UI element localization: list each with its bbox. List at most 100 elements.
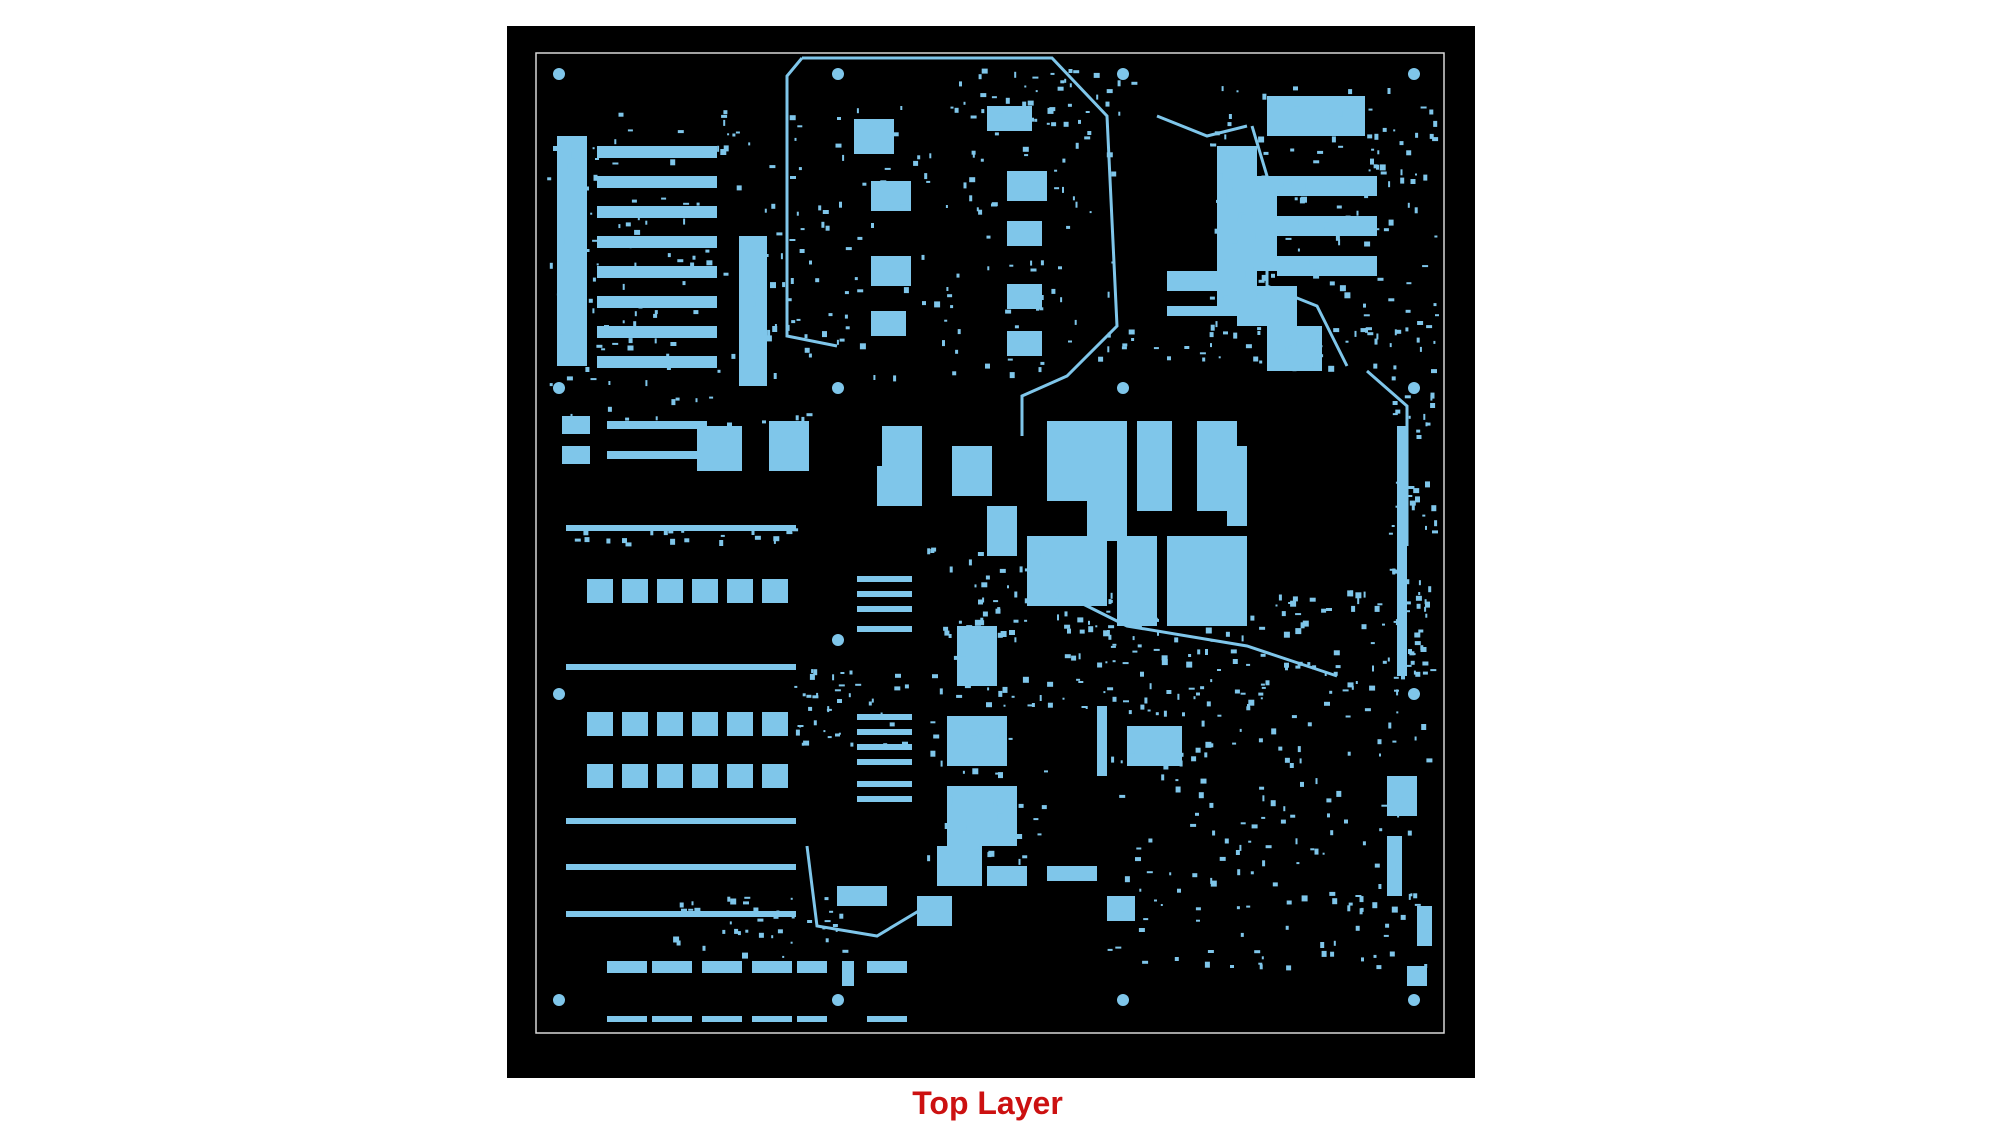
via [1258, 136, 1265, 143]
via [1008, 737, 1013, 740]
via [1314, 848, 1319, 855]
via [1401, 451, 1407, 455]
via [1365, 327, 1368, 333]
via [986, 663, 993, 669]
via [1392, 401, 1398, 405]
via [667, 274, 674, 277]
via [1331, 136, 1336, 143]
via [622, 283, 625, 290]
via [1320, 942, 1325, 948]
via [661, 197, 667, 200]
via [902, 741, 908, 747]
via [771, 935, 774, 939]
via [957, 329, 961, 335]
via [1095, 625, 1098, 628]
via [1014, 325, 1019, 329]
via [968, 559, 972, 566]
via [1166, 690, 1172, 694]
via [971, 735, 978, 739]
via [1407, 830, 1412, 836]
via [583, 529, 589, 536]
via [717, 145, 720, 152]
via [1060, 297, 1063, 303]
via [1370, 642, 1375, 645]
via [1216, 199, 1222, 203]
via [1028, 566, 1034, 573]
via [1212, 830, 1216, 836]
via [953, 655, 959, 660]
component-footprint [1397, 426, 1407, 676]
via [1379, 164, 1386, 171]
via [944, 823, 951, 829]
via [720, 149, 727, 155]
via [1307, 722, 1312, 727]
via [799, 249, 805, 253]
component-footprint [702, 961, 742, 973]
via [839, 338, 845, 342]
via [1036, 552, 1041, 557]
via [1024, 85, 1027, 88]
component-footprint [1007, 171, 1047, 201]
mounting-hole [832, 382, 844, 394]
via [1197, 649, 1201, 655]
via [1096, 94, 1099, 100]
via [1210, 343, 1212, 348]
via [930, 721, 936, 724]
square-pad [622, 764, 648, 788]
via [800, 228, 805, 231]
via [1110, 599, 1113, 603]
via [1367, 134, 1373, 139]
via [557, 334, 564, 338]
via [1355, 592, 1362, 599]
via [1408, 415, 1411, 419]
via [900, 182, 904, 185]
via [773, 539, 776, 544]
via [547, 177, 552, 181]
via [1426, 927, 1431, 930]
via [1260, 697, 1263, 700]
via [1400, 591, 1407, 595]
via [1157, 631, 1159, 636]
via [1399, 141, 1404, 146]
component-footprint [797, 1016, 827, 1022]
via [629, 328, 634, 334]
via [691, 901, 694, 906]
via [1064, 654, 1071, 659]
via [1024, 568, 1031, 572]
via [1347, 218, 1351, 221]
via [1110, 645, 1116, 648]
via [1363, 591, 1366, 598]
via [1418, 592, 1421, 595]
via [1205, 649, 1208, 655]
via [1182, 712, 1185, 717]
via [1223, 295, 1229, 300]
component-footprint [1137, 421, 1172, 511]
via [1256, 293, 1261, 297]
component-footprint [597, 146, 717, 158]
component-footprint [1387, 776, 1417, 816]
via [824, 920, 831, 923]
via [1389, 343, 1392, 348]
via [790, 897, 793, 900]
via [884, 167, 891, 170]
via [1430, 392, 1435, 399]
via [684, 538, 690, 543]
via [1076, 678, 1081, 681]
via [1262, 860, 1266, 867]
via [673, 936, 680, 943]
square-pad [762, 579, 788, 603]
via [592, 147, 595, 150]
via [1374, 133, 1379, 140]
via [1387, 88, 1391, 94]
via [1252, 319, 1258, 324]
via [1429, 133, 1434, 139]
via [1218, 356, 1221, 359]
via [752, 294, 756, 297]
via [1374, 338, 1378, 345]
via [974, 619, 981, 626]
via [1205, 627, 1212, 634]
via [982, 753, 986, 760]
via [641, 422, 646, 428]
via [1027, 100, 1034, 106]
via [1280, 819, 1286, 824]
